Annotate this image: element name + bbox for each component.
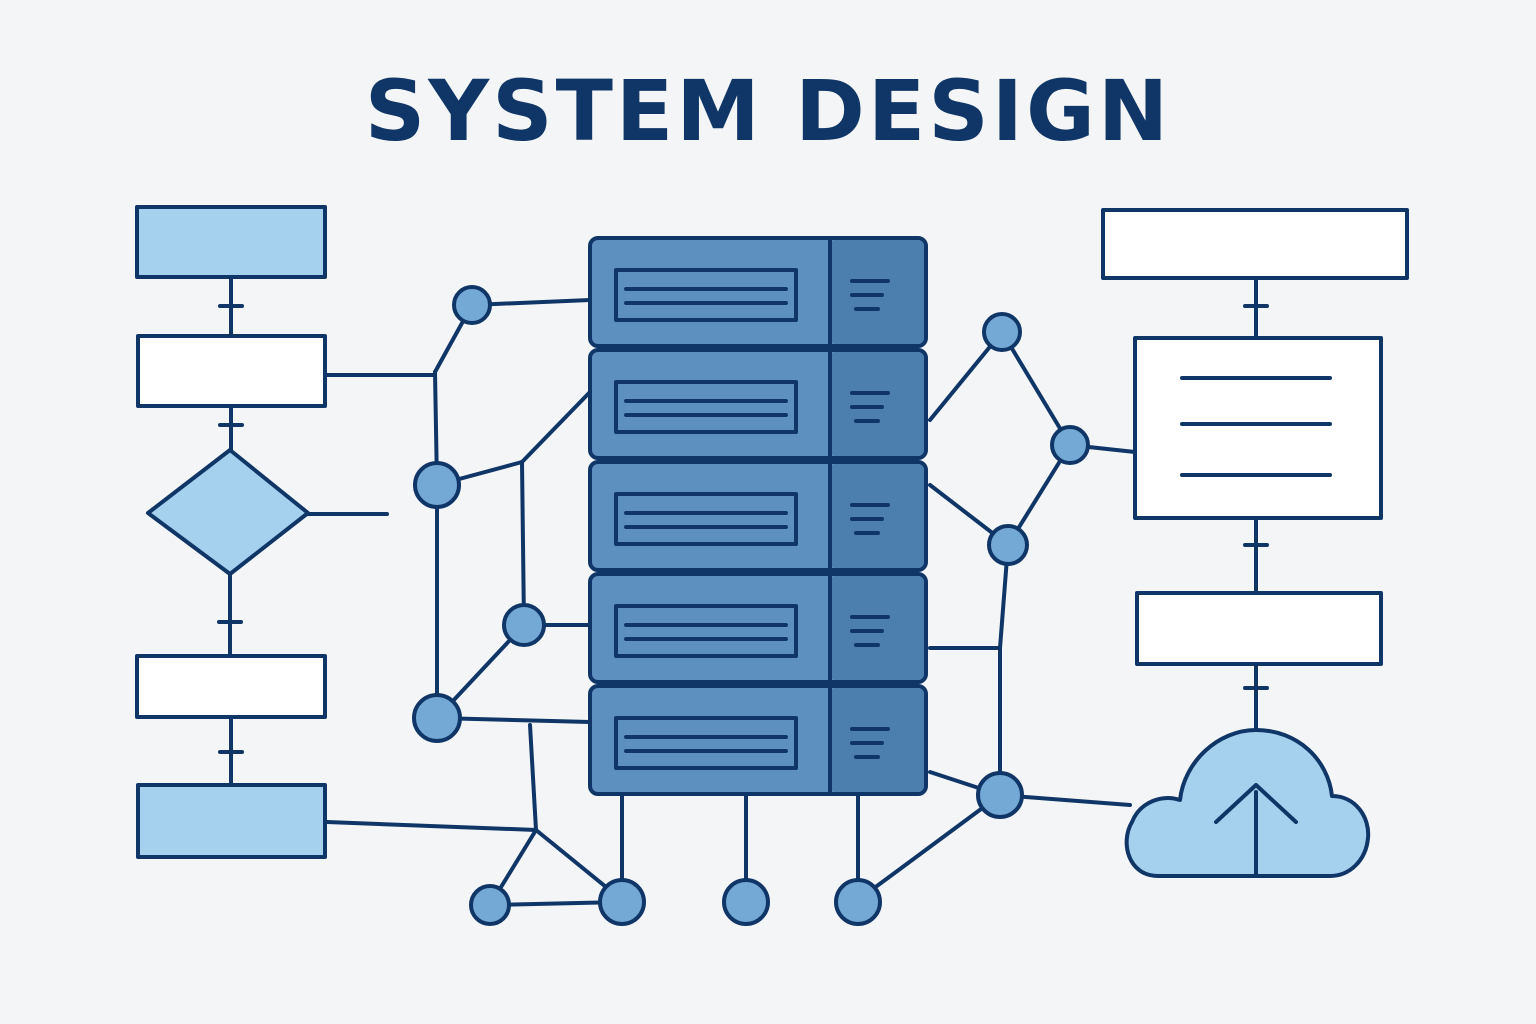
- network-node: [452, 285, 492, 325]
- network-node: [834, 878, 882, 926]
- network-node: [976, 771, 1024, 819]
- cloud-upload-icon: [1124, 728, 1371, 878]
- server-rack: [588, 236, 928, 796]
- process-box: [135, 654, 327, 719]
- process-box: [1101, 208, 1409, 280]
- drive-bay: [614, 268, 798, 322]
- network-node: [412, 693, 462, 743]
- link-line: [520, 460, 526, 627]
- network-node: [982, 312, 1022, 352]
- drive-bay: [614, 492, 798, 546]
- network-node: [722, 878, 770, 926]
- network-node: [413, 461, 461, 509]
- link-line: [528, 723, 538, 832]
- process-box-filled: [136, 783, 327, 859]
- link-line: [435, 716, 592, 724]
- link-line: [325, 820, 538, 832]
- link-line: [520, 390, 592, 464]
- process-box: [136, 334, 327, 408]
- server-unit-side-panel: [830, 240, 924, 344]
- network-node: [598, 878, 646, 926]
- left-flowchart: [135, 205, 389, 859]
- link-line: [856, 793, 1002, 902]
- server-unit-side-panel: [830, 576, 924, 680]
- server-unit-side-panel: [830, 464, 924, 568]
- document-box: [1133, 336, 1383, 520]
- network-nodes: [412, 285, 1090, 926]
- arrow-up-icon: [1214, 783, 1298, 824]
- decision-diamond: [146, 448, 310, 576]
- network-node: [469, 884, 511, 926]
- network-node: [1050, 425, 1090, 465]
- right-flowchart: [1101, 208, 1409, 878]
- process-box: [1135, 591, 1383, 666]
- network-node: [502, 603, 546, 647]
- drive-bay: [614, 380, 798, 434]
- drive-bay: [614, 604, 798, 658]
- drive-bay: [614, 716, 798, 770]
- process-box-filled: [135, 205, 327, 279]
- server-unit-side-panel: [830, 688, 924, 792]
- server-unit-side-panel: [830, 352, 924, 456]
- link-line: [1000, 330, 1072, 447]
- page-title: SYSTEM DESIGN: [364, 62, 1172, 160]
- network-node: [987, 524, 1029, 566]
